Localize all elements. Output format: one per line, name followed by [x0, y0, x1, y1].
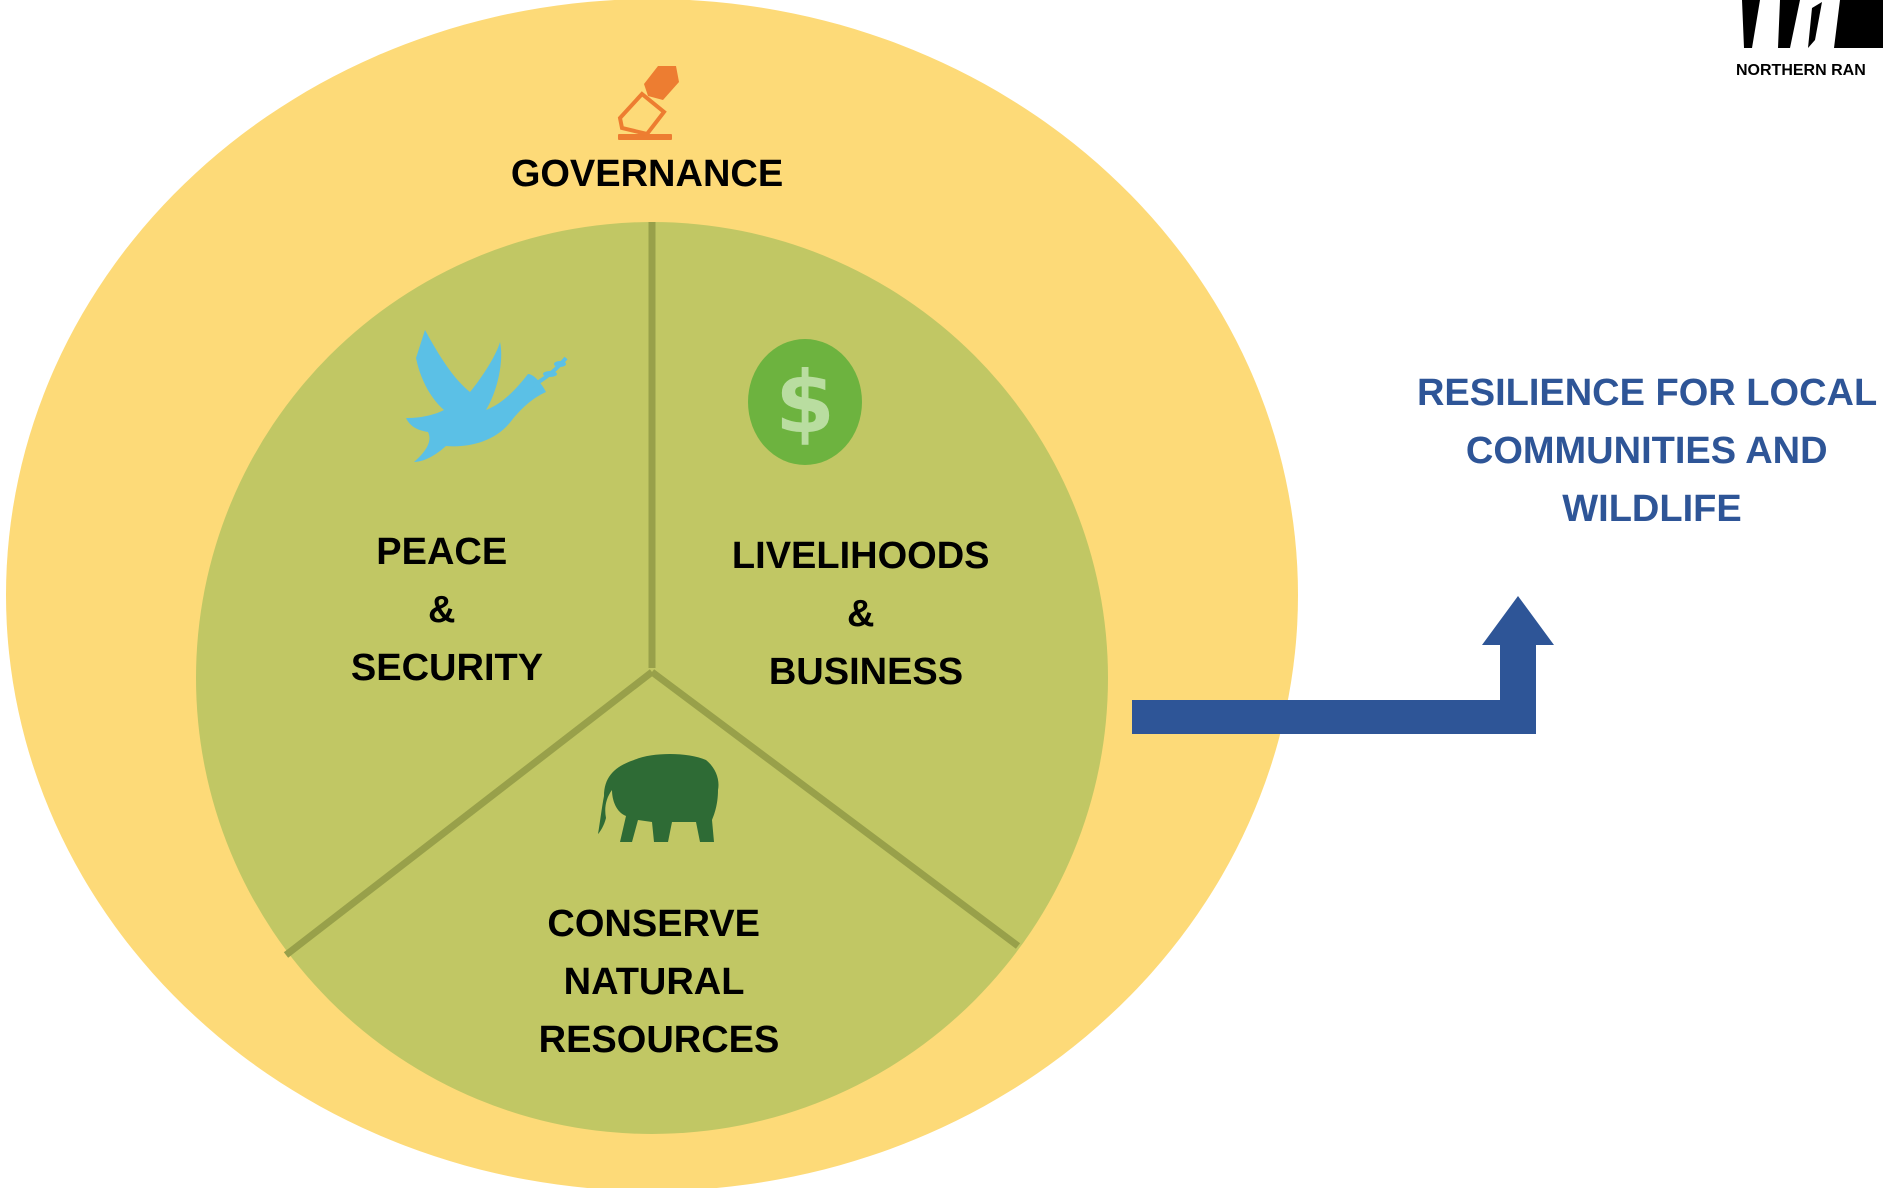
outcome-line-2: COMMUNITIES AND	[1466, 430, 1828, 472]
livelihoods-line-1: LIVELIHOODS	[732, 535, 990, 577]
logo-mark	[1742, 0, 1883, 48]
outcome-label: RESILIENCE FOR LOCAL COMMUNITIES AND WIL…	[1417, 372, 1883, 530]
livelihoods-business-label: LIVELIHOODS & BUSINESS	[732, 535, 1000, 693]
conserve-line-1: CONSERVE	[547, 903, 760, 945]
ballot-box-icon	[617, 66, 679, 140]
peace-line-1: PEACE	[376, 531, 507, 573]
outcome-line-3: WILDLIFE	[1562, 488, 1741, 530]
peace-security-label: PEACE & SECURITY	[351, 531, 543, 689]
dollar-coin-icon: $	[748, 339, 862, 465]
peace-line-3: SECURITY	[351, 647, 543, 689]
divider-left	[283, 669, 655, 958]
logo-text: NORTHERN RAN	[1736, 62, 1866, 79]
dollar-sign-glyph: $	[775, 353, 835, 453]
elephant-icon	[598, 754, 719, 842]
conserve-resources-label: CONSERVE NATURAL RESOURCES	[539, 903, 780, 1061]
outcome-arrow	[1132, 596, 1554, 734]
divider-right	[649, 669, 1021, 949]
livelihoods-line-2: &	[847, 593, 874, 635]
governance-label: GOVERNANCE	[511, 153, 783, 195]
inner-circle	[196, 222, 1108, 1134]
peace-line-2: &	[428, 589, 455, 631]
dove-icon	[406, 330, 568, 462]
livelihoods-line-3: BUSINESS	[769, 651, 963, 693]
conserve-line-2: NATURAL	[564, 961, 745, 1003]
outcome-line-1: RESILIENCE FOR LOCAL	[1417, 372, 1877, 414]
conserve-line-3: RESOURCES	[539, 1019, 780, 1061]
